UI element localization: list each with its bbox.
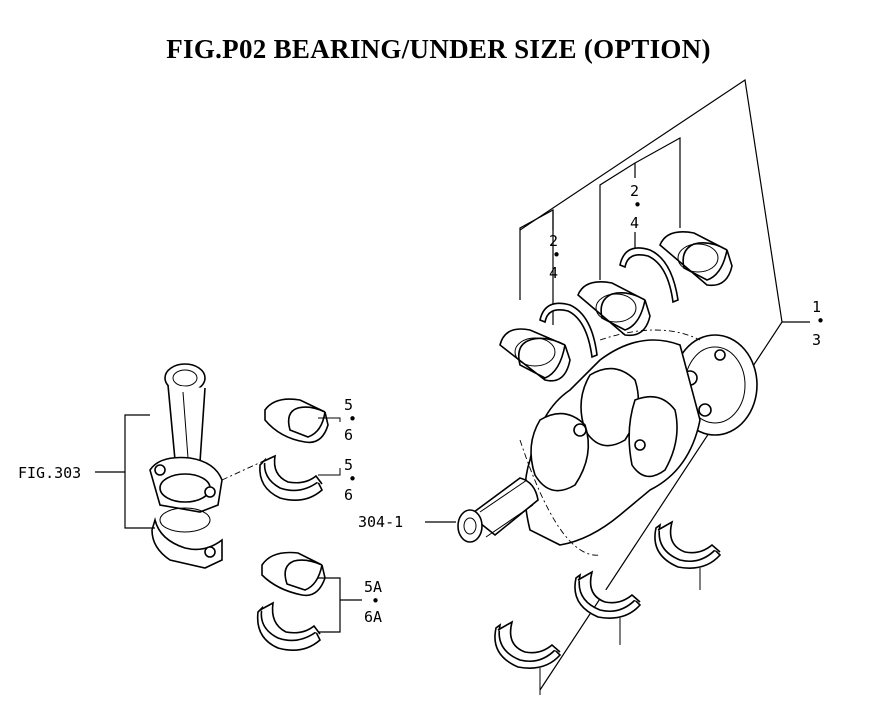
main-bearing-lower-3 bbox=[654, 520, 722, 569]
label-rod-upper-bottom: 6 bbox=[344, 426, 353, 444]
fig-ref-bracket bbox=[95, 414, 155, 529]
rod-bearing-undersize-lower bbox=[256, 601, 321, 651]
main-bearing-upper-2 bbox=[577, 281, 651, 337]
label-thrust-right-bottom: 4 bbox=[630, 214, 639, 232]
rod-bearing-undersize-upper bbox=[261, 551, 326, 597]
thrust-right-leader bbox=[599, 136, 681, 280]
lower-bearing-leaders bbox=[539, 568, 701, 695]
label-thrust-right-top: 2 bbox=[630, 182, 639, 200]
label-fig-ref: FIG.303 bbox=[18, 464, 81, 482]
crankshaft bbox=[457, 329, 758, 556]
label-rod-under-top: 5A bbox=[364, 578, 382, 596]
label-crank-group-top: 1 bbox=[812, 298, 821, 316]
undersize-bracket bbox=[318, 577, 362, 633]
thrust-left-leader bbox=[519, 208, 554, 325]
thrust-washer-right bbox=[619, 247, 679, 304]
svg-text:•: • bbox=[816, 312, 825, 330]
figure-title: FIG.P02 BEARING/UNDER SIZE (OPTION) bbox=[166, 34, 711, 64]
label-rod-mid-top: 5 bbox=[344, 456, 353, 474]
rod-bearing-mid bbox=[259, 454, 341, 501]
label-rod-under-bottom: 6A bbox=[364, 608, 382, 626]
main-bearing-upper-3 bbox=[659, 231, 733, 287]
label-crank-group-bottom: 3 bbox=[812, 331, 821, 349]
main-bearing-lower-1 bbox=[494, 620, 562, 669]
thrust-washer-left bbox=[539, 302, 598, 359]
label-shaft-ref: 304-1 bbox=[358, 513, 403, 531]
svg-text:•: • bbox=[348, 410, 357, 428]
connecting-rod bbox=[149, 363, 271, 569]
label-rod-upper-top: 5 bbox=[344, 396, 353, 414]
svg-text:•: • bbox=[633, 196, 642, 214]
label-thrust-left-bottom: 4 bbox=[549, 264, 558, 282]
svg-text:•: • bbox=[348, 470, 357, 488]
label-thrust-left-top: 2 bbox=[549, 232, 558, 250]
main-bearing-lower-2 bbox=[574, 570, 642, 619]
main-bearing-upper-1 bbox=[499, 328, 571, 382]
svg-text:•: • bbox=[552, 246, 561, 264]
svg-text:•: • bbox=[371, 592, 380, 610]
rod-bearing-upper bbox=[264, 398, 341, 444]
crank-group-bracket bbox=[519, 78, 810, 691]
label-rod-mid-bottom: 6 bbox=[344, 486, 353, 504]
